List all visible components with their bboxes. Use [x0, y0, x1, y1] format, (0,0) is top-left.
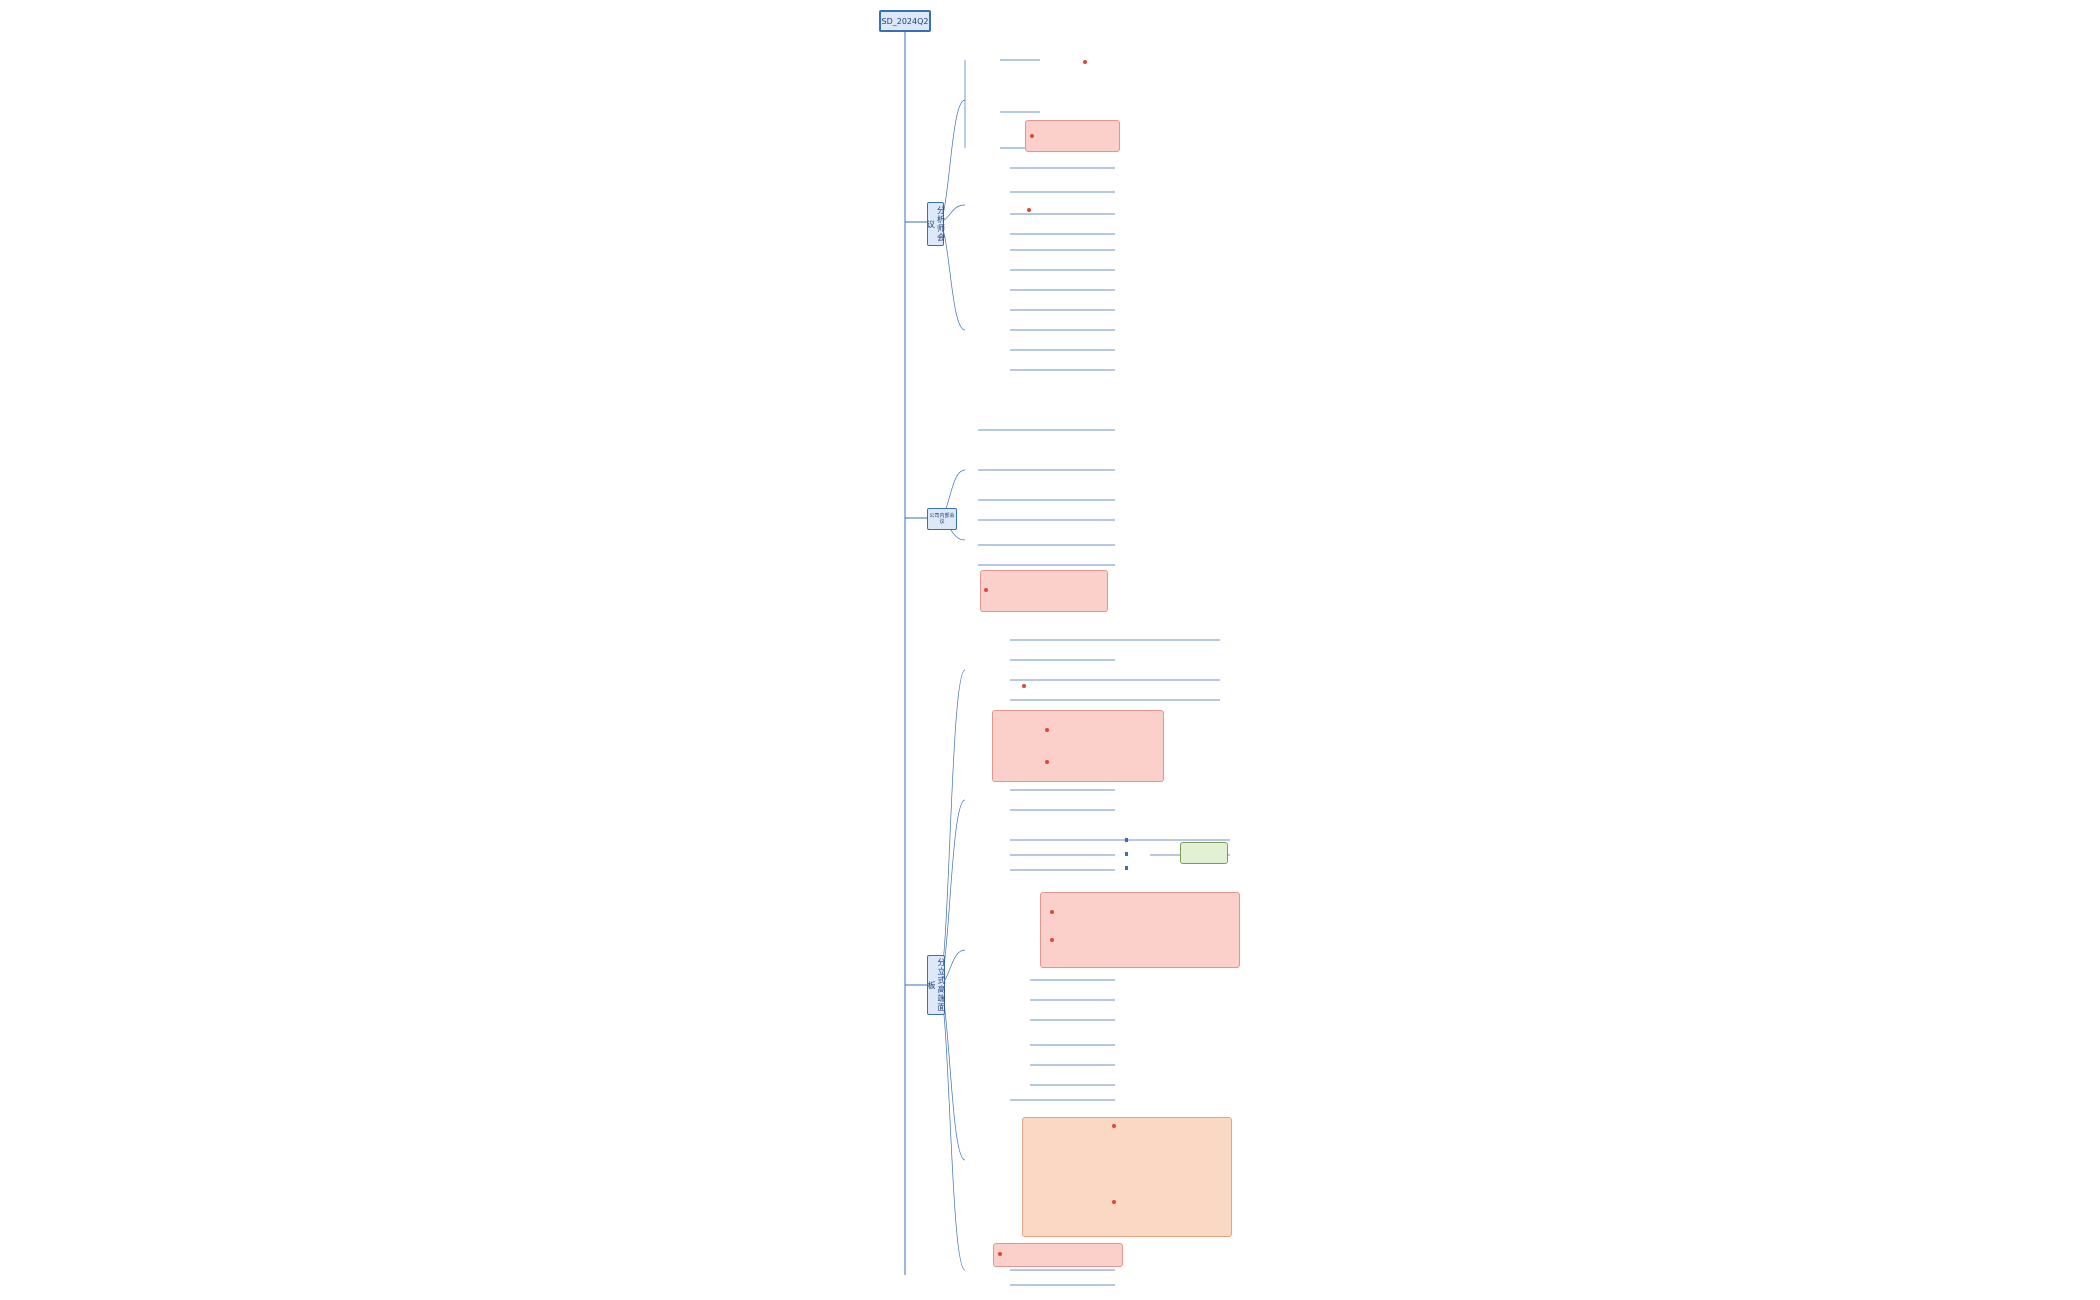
root-node[interactable]: SD_2024Q2 — [879, 10, 931, 32]
topic-label-1: 分析师会议 — [926, 206, 946, 242]
marker-icon — [984, 588, 988, 592]
flag-icon — [1125, 852, 1128, 856]
marker-icon — [1083, 60, 1087, 64]
highlight-note-5 — [1022, 1117, 1232, 1237]
topic-node-1[interactable]: 分析师会议 — [926, 202, 946, 246]
marker-icon — [1022, 684, 1026, 688]
root-label: SD_2024Q2 — [881, 17, 929, 26]
flag-icon — [1125, 838, 1128, 842]
highlight-note-3 — [992, 710, 1164, 782]
marker-icon — [1027, 208, 1031, 212]
highlight-note-2 — [980, 570, 1108, 612]
topic-label-2: 公司内部会议 — [929, 513, 955, 525]
highlight-note-4 — [1040, 892, 1240, 968]
marker-icon — [1030, 134, 1034, 138]
highlight-note-green — [1180, 842, 1228, 864]
marker-icon — [1050, 910, 1054, 914]
marker-icon — [998, 1252, 1002, 1256]
highlight-note-1 — [1025, 120, 1120, 152]
topic-node-3[interactable]: 分立式高端面板 — [927, 955, 946, 1015]
highlight-note-6 — [993, 1243, 1123, 1267]
flag-icon — [1125, 866, 1128, 870]
marker-icon — [1112, 1124, 1116, 1128]
marker-icon — [1045, 760, 1049, 764]
topic-label-3: 分立式高端面板 — [927, 958, 946, 1012]
marker-icon — [1045, 728, 1049, 732]
topic-node-2[interactable]: 公司内部会议 — [927, 508, 957, 530]
marker-icon — [1112, 1200, 1116, 1204]
marker-icon — [1050, 938, 1054, 942]
